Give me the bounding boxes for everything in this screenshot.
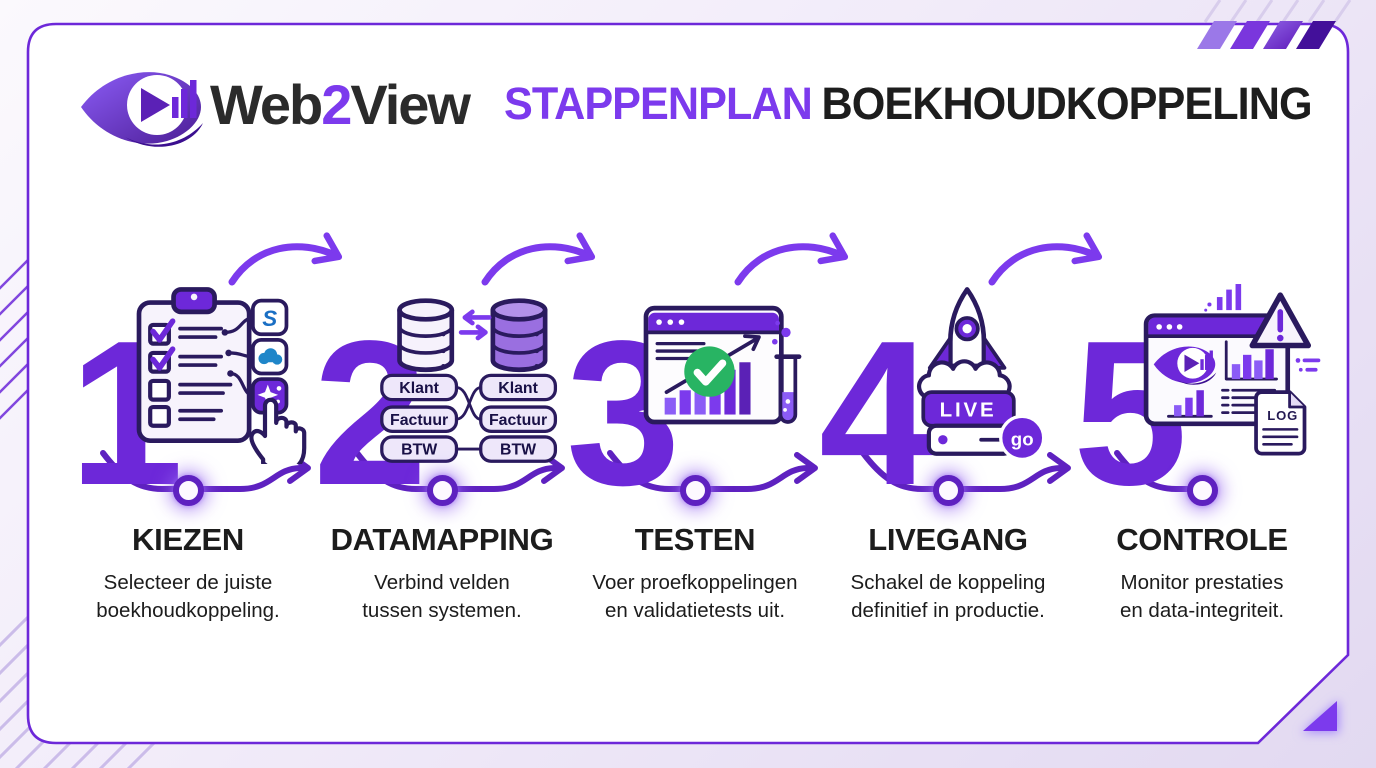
monitoring-dashboard-icon: LOG [1143,284,1321,456]
test-tube-icon [772,320,802,424]
sync-arrows-icon [458,309,492,341]
step-title: KIEZEN [132,522,244,557]
field-label: Factuur [390,412,448,429]
field-label: Factuur [489,412,547,429]
brand-name: Web2View [210,72,471,137]
step-description: Selecteer de juiste boekhoudkoppeling. [96,571,280,622]
mini-bars-top-icon [1204,284,1242,312]
field-label: Klant [399,380,439,397]
timeline-node-5 [1187,475,1218,506]
field-label: BTW [500,442,536,459]
page-title-rest: BOEKHOUDKOPPELING [821,78,1312,129]
go-label: go [1011,428,1034,449]
test-browser-icon [643,305,802,425]
rocket-launch-icon: LIVE go [916,287,1046,461]
database-sync-icon: Klant Klant Factuur Factuur BTW BTW [380,298,558,463]
smoke-cloud-icon [916,359,1012,398]
field-pill [380,373,459,402]
page-title-accent: STAPPENPLAN [504,78,813,129]
web2view-logo-icon [81,72,203,147]
field-pill [380,405,459,433]
live-label: LIVE [940,398,997,421]
step-title: LIVEGANG [868,522,1028,557]
svg-text:S: S [262,306,277,331]
clipboard-checklist-icon: S [136,287,307,464]
warning-triangle-icon [1249,292,1312,349]
log-label: LOG [1267,408,1298,423]
step-description: Monitor prestaties en data-integriteit. [1119,571,1285,622]
brand-accent: 2 [321,73,352,136]
step-3-testen: 3 [566,270,822,650]
step-title: DATAMAPPING [330,522,554,557]
green-check-circle-icon [684,346,735,397]
dashboard-bars-icon [1231,349,1274,380]
step-description: Voer proefkoppelingen en validatietests … [592,571,798,622]
step-title: TESTEN [634,522,756,557]
field-pill [479,405,558,433]
step-2-datamapping: 2 [313,270,569,650]
corner-stripes [1197,21,1336,49]
hatch-top-right [1203,0,1352,23]
list-dashes-icon [1302,358,1321,372]
timeline-node-1 [173,475,204,506]
step-5-controle: 5 [1073,270,1329,650]
step-description: Schakel de koppeling definitief in produ… [850,571,1046,622]
log-document-icon: LOG [1254,390,1307,456]
app-option-icon-1 [250,298,289,337]
timeline-node-2 [427,475,458,506]
step-title: CONTROLE [1116,522,1288,557]
field-label: BTW [401,442,437,459]
brand-prefix: Web [210,73,323,136]
timeline-node-4 [933,475,964,506]
corner-triangle [1303,701,1337,731]
field-pill [479,373,558,402]
brand-suffix: View [350,73,471,136]
step-4-livegang: 4 LIVE go LIVEGANG Schakel de koppeling … [819,270,1075,650]
mini-web2view-logo-icon [1153,346,1217,385]
hand-cursor-icon [249,397,307,464]
timeline-node-3 [680,475,711,506]
step-1-kiezen: 1 [61,270,315,650]
field-label: Klant [498,380,538,397]
cloud-logo-icon [258,348,283,365]
step-description: Verbind velden tussen systemen. [362,571,522,622]
